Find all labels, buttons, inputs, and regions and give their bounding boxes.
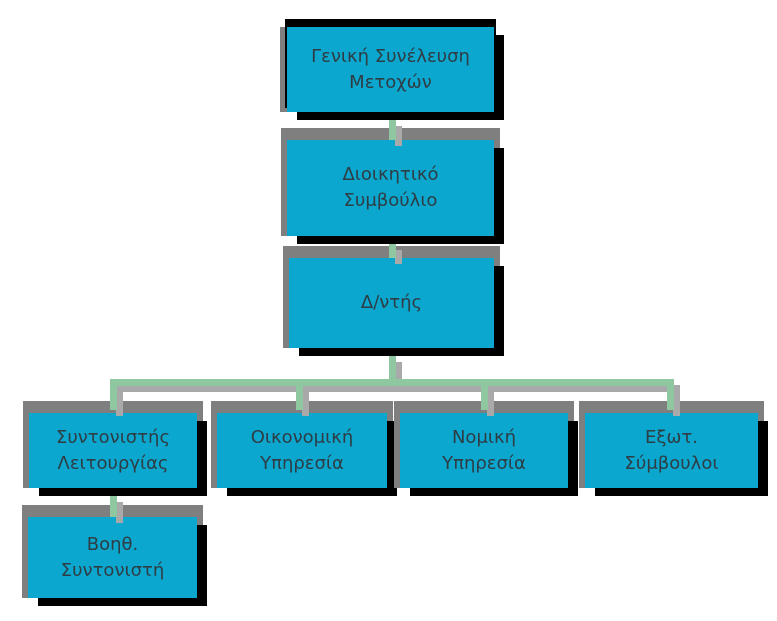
- org-node-label: Οικονομική: [250, 426, 354, 448]
- org-node-label: Εξωτ.: [644, 426, 699, 448]
- org-node-label: Βοηθ.: [86, 533, 139, 555]
- org-node-legal-service: Νομική Υπηρεσία: [400, 413, 568, 488]
- org-node-assistant-coordinator: Βοηθ. Συντονιστή: [28, 517, 197, 598]
- connector-drop-finance: [296, 384, 303, 410]
- org-node-board-of-directors: Διοικητικό Συμβούλιο: [287, 140, 494, 236]
- org-node-label: Νομική: [451, 426, 517, 448]
- org-node-general-assembly: Γενική Συνέλευση Μετοχών: [287, 27, 494, 112]
- org-node-operations-coordinator: Συντονιστής Λειτουργίας: [29, 413, 197, 488]
- org-node-label: Σύμβουλοι: [624, 452, 719, 474]
- org-node-label: Διοικητικό: [342, 164, 439, 185]
- org-node-label: Υπηρεσία: [442, 452, 526, 474]
- connector-drop-legal: [481, 384, 488, 410]
- org-node-label: Υπηρεσία: [260, 452, 344, 474]
- org-node-external-advisors: Εξωτ. Σύμβουλοι: [585, 413, 758, 488]
- org-node-label: Συντονιστής: [55, 426, 171, 448]
- connector-operations-assistant: [110, 496, 117, 517]
- connector-drop-operations: [110, 384, 117, 410]
- org-node-label: Συμβούλιο: [343, 190, 438, 211]
- connector-horizontal-bar: [110, 379, 674, 386]
- org-node-label: Μετοχών: [349, 71, 432, 93]
- org-node-label: Γενική Συνέλευση: [311, 45, 470, 67]
- connector-director-trunk: [389, 356, 396, 381]
- connector-board-director: [389, 244, 396, 258]
- org-node-label: Δ/ντής: [360, 292, 423, 313]
- org-node-label: Συντονιστή: [60, 559, 165, 581]
- org-node-director: Δ/ντής: [289, 258, 494, 348]
- connector-assembly-board: [389, 120, 396, 140]
- org-node-label: Λειτουργίας: [57, 452, 169, 474]
- connector-drop-external: [667, 384, 674, 410]
- org-node-financial-service: Οικονομική Υπηρεσία: [217, 413, 387, 488]
